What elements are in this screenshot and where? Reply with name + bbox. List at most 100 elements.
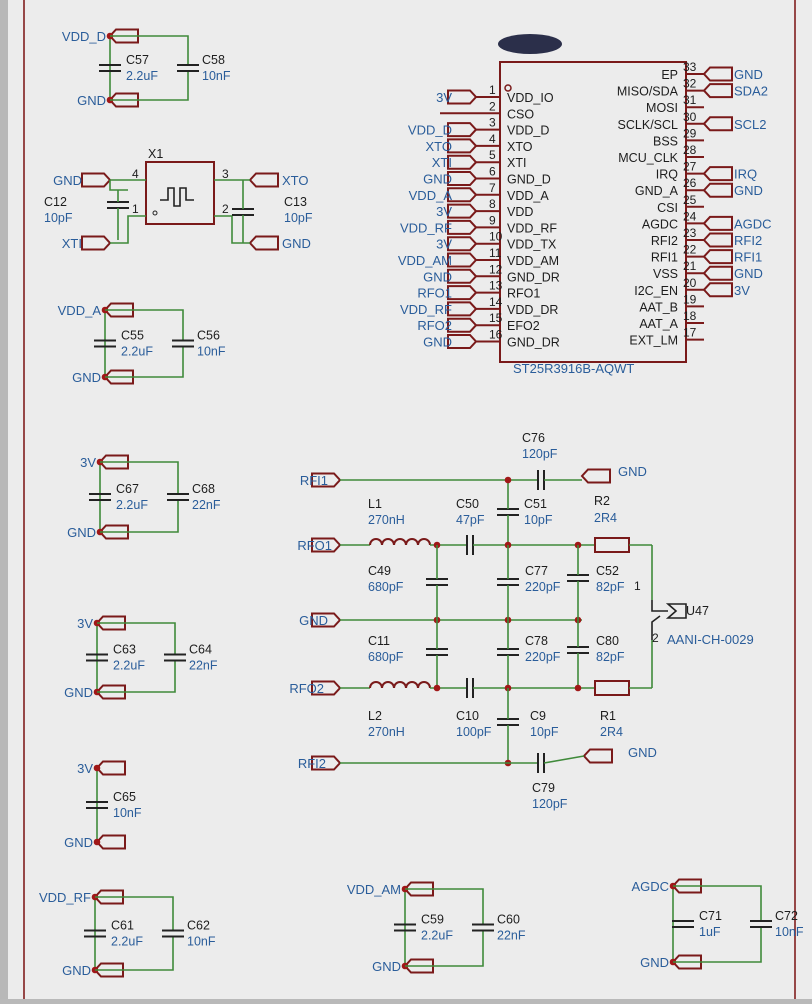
pin-number: 13 bbox=[489, 279, 503, 293]
net-label: RFI2 bbox=[734, 233, 762, 248]
cap-ref: C72 bbox=[775, 909, 798, 923]
net-label: VDD_RF bbox=[400, 302, 452, 317]
net-label: VDD_A bbox=[409, 188, 453, 203]
cap-ref: C67 bbox=[116, 482, 139, 496]
net-label: GND bbox=[423, 269, 452, 284]
net-label: GND bbox=[77, 93, 106, 108]
part-value: 82pF bbox=[596, 650, 625, 664]
net-port-vdd-rf bbox=[447, 219, 478, 235]
net-port-gnd bbox=[403, 958, 434, 974]
net-port-top bbox=[103, 302, 134, 318]
part-ref: L2 bbox=[368, 709, 382, 723]
pin-name: CSI bbox=[657, 201, 678, 215]
net-label: 3V bbox=[77, 616, 93, 631]
pin-number: 9 bbox=[489, 213, 496, 227]
net-port-xto bbox=[447, 138, 478, 154]
part-ref: C79 bbox=[532, 781, 555, 795]
cap-ref: C63 bbox=[113, 643, 136, 657]
capacitor-c67 bbox=[89, 493, 111, 501]
wire bbox=[110, 215, 146, 244]
net-port-gnd bbox=[108, 92, 139, 108]
net-label: GND bbox=[734, 183, 763, 198]
pin-number: 17 bbox=[683, 326, 697, 340]
cap-ref: C55 bbox=[121, 329, 144, 343]
net-port-sda2 bbox=[702, 83, 733, 99]
pin-name: RFO1 bbox=[507, 287, 540, 301]
junction-dot bbox=[93, 764, 101, 772]
crystal-pin-number: 3 bbox=[222, 167, 229, 181]
part-value: 270nH bbox=[368, 513, 405, 527]
capacitor-c71 bbox=[672, 920, 694, 928]
net-label: GND bbox=[372, 959, 401, 974]
cap-value: 10pF bbox=[284, 211, 313, 225]
part-ref: C77 bbox=[525, 564, 548, 578]
net-port-gnd bbox=[248, 235, 279, 251]
net-label: GND bbox=[734, 67, 763, 82]
part-ref: C50 bbox=[456, 497, 479, 511]
net-label: GND bbox=[64, 835, 93, 850]
crystal-pin-number: 1 bbox=[132, 202, 139, 216]
cap-value: 22nF bbox=[189, 659, 218, 673]
net-port-gnd bbox=[93, 962, 124, 978]
net-port-top bbox=[98, 454, 129, 470]
pin-number: 31 bbox=[683, 93, 697, 107]
pin-name: VDD_DR bbox=[507, 303, 558, 317]
antenna-pin-number: 2 bbox=[652, 631, 659, 645]
net-label: VDD_AM bbox=[347, 882, 401, 897]
wire bbox=[109, 180, 128, 191]
net-label: XTI bbox=[62, 236, 82, 251]
pin-name: GND_D bbox=[507, 173, 551, 187]
cap-ref: C12 bbox=[44, 195, 67, 209]
pin-number: 8 bbox=[489, 197, 496, 211]
wire bbox=[673, 885, 762, 921]
capacitor-c64 bbox=[164, 653, 186, 662]
net-port-top bbox=[95, 760, 126, 776]
pin-name: VDD_AM bbox=[507, 254, 559, 268]
net-label: 3V bbox=[734, 283, 750, 298]
pin-name: AAT_A bbox=[639, 317, 678, 331]
part-value: 270nH bbox=[368, 725, 405, 739]
part-ref: C76 bbox=[522, 431, 545, 445]
pin-number: 22 bbox=[683, 243, 697, 257]
pin-number: 21 bbox=[683, 259, 697, 273]
cap-ref: C13 bbox=[284, 195, 307, 209]
pin-number: 12 bbox=[489, 262, 503, 276]
crystal-pin-number: 2 bbox=[222, 202, 229, 216]
cap-value: 2.2uF bbox=[121, 345, 153, 359]
antenna-symbol bbox=[665, 603, 687, 619]
net-label: RFI1 bbox=[300, 473, 328, 488]
net-label: 3V bbox=[80, 455, 96, 470]
pin-name: SCLK/SCL bbox=[618, 118, 678, 132]
net-port-rfo1 bbox=[447, 285, 478, 301]
cap-value: 2.2uF bbox=[113, 659, 145, 673]
decoupling-groups: VDD_DGNDC572.2uFC5810nFVDD_AGNDC552.2uFC… bbox=[39, 28, 804, 978]
cap-value: 10nF bbox=[187, 935, 216, 949]
pin-name: CSO bbox=[507, 107, 534, 121]
pin-name: BSS bbox=[653, 134, 678, 148]
net-port-scl2 bbox=[702, 116, 733, 132]
wire bbox=[110, 71, 189, 101]
junction-dot bbox=[574, 684, 582, 692]
wire bbox=[110, 35, 189, 65]
cap-ref: C60 bbox=[497, 913, 520, 927]
net-port-gnd bbox=[103, 369, 134, 385]
part-ref: R1 bbox=[600, 709, 616, 723]
cap-ref: C61 bbox=[111, 919, 134, 933]
pin-number: 20 bbox=[683, 276, 697, 290]
pin-name: IRQ bbox=[656, 168, 679, 182]
net-label: 3V bbox=[436, 90, 452, 105]
pin-name: VDD_D bbox=[507, 124, 549, 138]
part-value: 100pF bbox=[456, 725, 492, 739]
net-port-xti bbox=[81, 235, 112, 251]
net-port-gnd bbox=[671, 954, 702, 970]
pin-number: 28 bbox=[683, 143, 697, 157]
pin-number: 1 bbox=[489, 83, 496, 97]
antenna-lead bbox=[651, 600, 668, 612]
net-label: VDD_AM bbox=[398, 253, 452, 268]
pin-number: 6 bbox=[489, 165, 496, 179]
